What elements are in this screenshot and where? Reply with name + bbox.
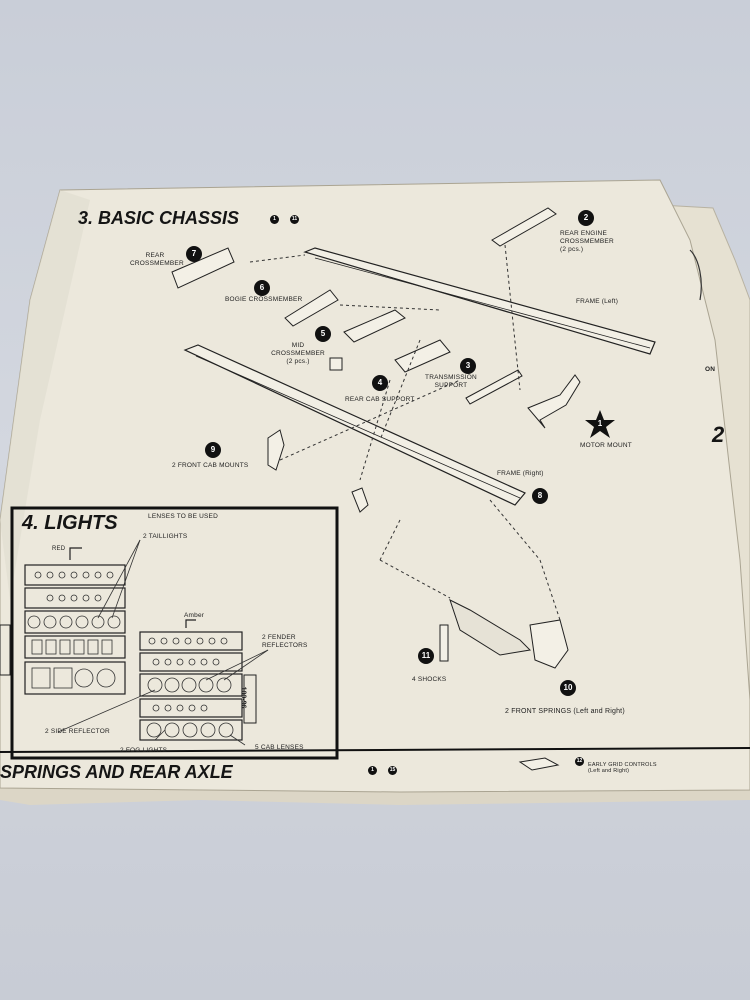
part-badge-8: 8 [532, 488, 548, 504]
springs-range-end-badge: 15 [388, 766, 397, 775]
part-badge-12: 12 [575, 757, 584, 766]
frame-left-label: FRAME (Left) [576, 298, 619, 305]
taillights-label: 2 TAILLIGHTS [143, 533, 188, 540]
springs-range-start-badge: 1 [368, 766, 377, 775]
part-label-8: FRAME (Right) [497, 470, 544, 477]
part-badge-11: 11 [418, 648, 434, 664]
part-badge-9: 9 [205, 442, 221, 458]
chassis-range-start-badge: 1 [270, 215, 279, 224]
part-badge-3: 3 [460, 358, 476, 374]
right-sprue-code: 100-96 [239, 686, 247, 709]
part-badge-6: 6 [254, 280, 270, 296]
part-label-11: 4 SHOCKS [412, 676, 447, 683]
part-label-9: 2 FRONT CAB MOUNTS [172, 462, 249, 469]
lights-title: 4. LIGHTS [22, 512, 118, 534]
part-label-3: TRANSMISSION SUPPORT [425, 374, 477, 389]
chassis-range-end-badge: 11 [290, 215, 299, 224]
part-badge-7: 7 [186, 246, 202, 262]
side-reflector-label: 2 SIDE REFLECTOR [45, 728, 110, 735]
back-sheet-on-text: ON [705, 366, 716, 373]
back-sheet-digit: 2 [712, 422, 725, 447]
lights-subtitle: LENSES TO BE USED [148, 513, 218, 520]
part-label-5: MID CROSSMEMBER (2 pcs.) [271, 342, 325, 365]
part-label-1: MOTOR MOUNT [580, 442, 632, 449]
fender-reflectors-label: 2 FENDER REFLECTORS [262, 634, 308, 649]
basic-chassis-title: 3. BASIC CHASSIS [78, 208, 240, 228]
part-label-4: REAR CAB SUPPORT [345, 396, 415, 403]
part-badge-10: 10 [560, 680, 576, 696]
part-label-7: REAR CROSSMEMBER [130, 252, 184, 267]
part-label-2: REAR ENGINE CROSSMEMBER (2 pcs.) [560, 230, 614, 253]
part-badge-1: 1 [597, 419, 603, 428]
part-label-10: 2 FRONT SPRINGS (Left and Right) [505, 708, 625, 715]
part-badge-5: 5 [315, 326, 331, 342]
part-label-6: BOGIE CROSSMEMBER [225, 296, 303, 303]
fog-lights-label: 2 FOG LIGHTS [120, 747, 168, 754]
part-label-12: EARLY GRID CONTROLS (Left and Right) [588, 762, 657, 774]
red-label: RED [52, 546, 66, 552]
part-badge-2: 2 [578, 210, 594, 226]
amber-label: Amber [184, 612, 205, 619]
part-badge-4: 4 [372, 375, 388, 391]
springs-title: SPRINGS AND REAR AXLE [0, 762, 233, 782]
cab-lenses-label: 5 CAB LENSES [255, 744, 304, 751]
